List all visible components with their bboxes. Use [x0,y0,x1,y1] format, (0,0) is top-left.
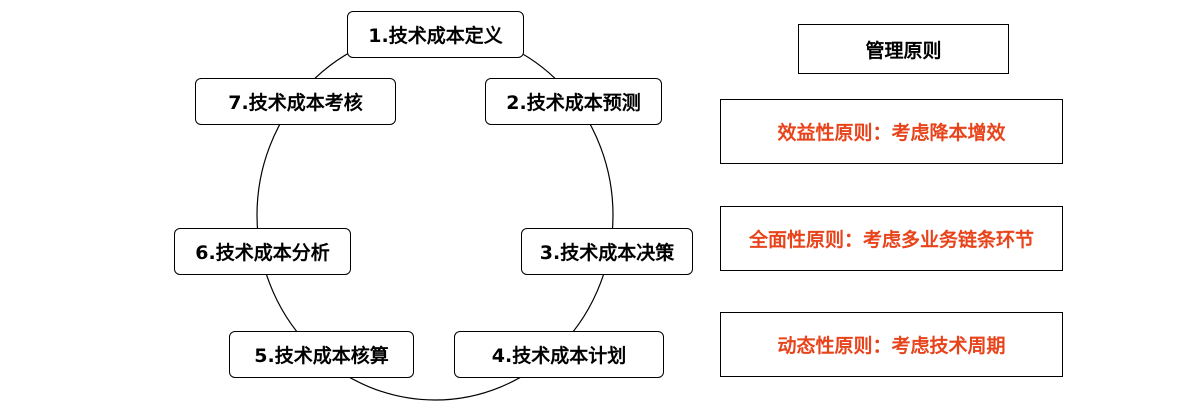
step-5-accounting: 5.技术成本核算 [229,331,414,378]
step-1-definition: 1.技术成本定义 [347,11,524,58]
principle-comprehensiveness: 全面性原则：考虑多业务链条环节 [720,206,1063,271]
step-4-plan: 4.技术成本计划 [454,331,664,378]
step-6-analysis: 6.技术成本分析 [174,228,351,275]
step-7-assessment: 7.技术成本考核 [195,78,396,125]
principle-dynamic: 动态性原则：考虑技术周期 [720,312,1063,377]
principles-title: 管理原则 [798,24,1009,74]
step-2-forecast: 2.技术成本预测 [485,78,662,125]
step-3-decision: 3.技术成本决策 [521,228,693,275]
principle-efficiency: 效益性原则：考虑降本增效 [720,99,1063,164]
